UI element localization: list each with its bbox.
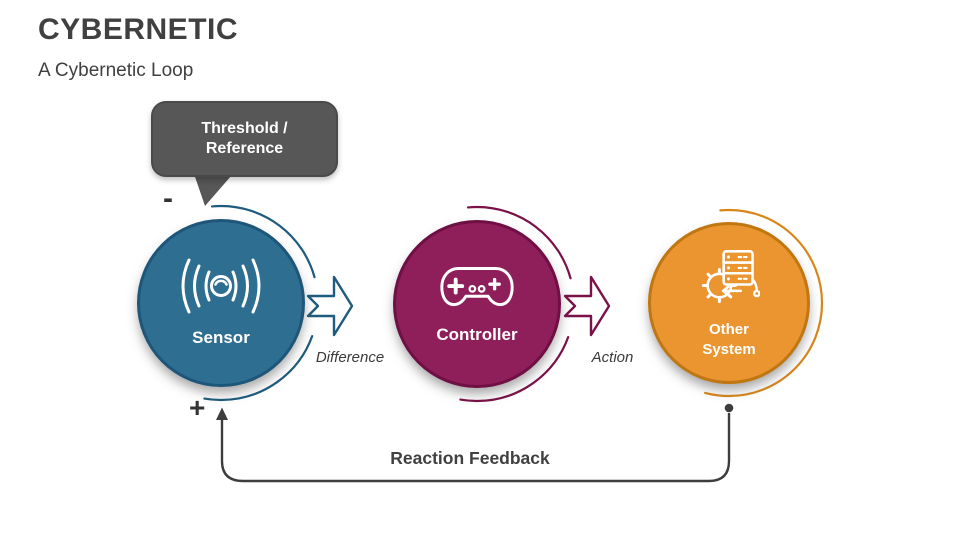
flow-label-action: Action [591, 349, 634, 366]
feedback-label: Reaction Feedback [390, 448, 550, 468]
callout-bubble: Threshold / Reference [151, 101, 338, 177]
feedback-arrowhead [216, 407, 228, 420]
page-subtitle: A Cybernetic Loop [38, 60, 194, 81]
plus-sign: + [189, 392, 206, 423]
node-label-sensor: Sensor [192, 327, 250, 347]
node-sensor: Sensor [137, 219, 305, 387]
other-system-arc [634, 208, 824, 398]
feedback-line [220, 413, 731, 483]
node-other-system: Other System [648, 222, 810, 384]
minus-sign: - [163, 182, 173, 215]
callout-line-2: Reference [205, 140, 284, 157]
action-arrow [563, 275, 611, 337]
system-gear-icon [701, 249, 760, 303]
node-label-other-system: Other System [702, 320, 756, 358]
callout-line-1: Threshold / [201, 120, 288, 137]
signal-waves-icon [181, 258, 261, 314]
gamepad-icon [440, 266, 514, 306]
flow-label-difference: Difference [315, 349, 385, 366]
page-title: CYBERNETIC [38, 13, 239, 46]
node-controller: Controller [393, 220, 561, 388]
controller-arc [378, 205, 576, 403]
node-label-controller: Controller [436, 324, 518, 344]
feedback-origin-dot [724, 403, 734, 413]
sensor-arc [122, 204, 320, 402]
difference-arrow [306, 275, 354, 337]
